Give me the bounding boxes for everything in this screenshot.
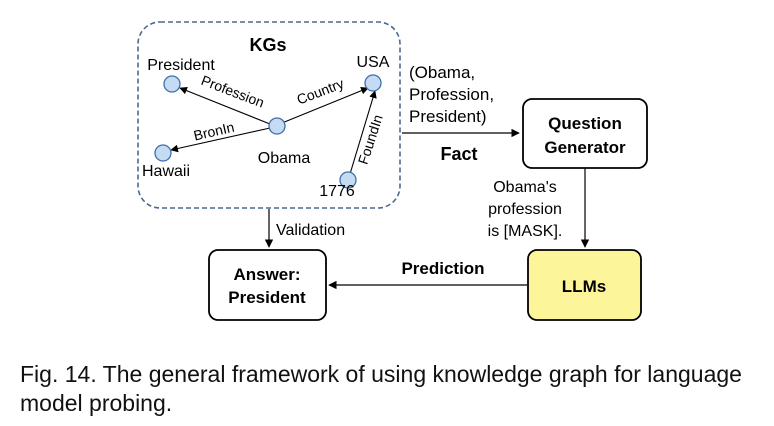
prediction-label: Prediction — [401, 259, 484, 278]
answer-box — [208, 249, 327, 321]
framework-diagram: KGs Profession Country BronIn FoundIn Pr… — [137, 21, 648, 321]
llms-box — [527, 249, 642, 321]
edge-label-foundin: FoundIn — [355, 113, 386, 167]
node-1776 — [339, 171, 357, 189]
node-hawaii — [154, 144, 172, 162]
edge-bornin — [170, 127, 271, 153]
fact-triple-line-2: Profession, — [409, 85, 494, 104]
kg-title: KGs — [249, 35, 286, 55]
edge-label-country: Country — [294, 75, 346, 108]
validation-label: Validation — [276, 222, 345, 239]
edge-foundin — [349, 90, 377, 175]
answer-line-2: President — [228, 288, 306, 307]
question-generator-line-1: Question — [548, 114, 622, 133]
node-obama — [268, 117, 286, 135]
edge-country — [281, 87, 369, 124]
question-line-3: is [MASK]. — [488, 223, 563, 240]
llms-label: LLMs — [562, 277, 606, 296]
edge-label-profession: Profession — [199, 72, 266, 111]
question-generator-line-2: Generator — [544, 138, 626, 157]
edge-label-bornin: BronIn — [192, 119, 236, 144]
node-label-obama: Obama — [258, 150, 311, 167]
question-line-2: profession — [488, 201, 562, 218]
question-line-1: Obama's — [493, 179, 557, 196]
answer-line-1: Answer: — [233, 265, 300, 284]
node-label-1776: 1776 — [319, 183, 355, 200]
figure-caption: Fig. 14. The general framework of using … — [20, 361, 742, 416]
fact-label: Fact — [440, 144, 477, 164]
kg-container — [137, 21, 401, 209]
edge-profession — [179, 86, 271, 125]
fact-triple-line-3: President) — [409, 107, 486, 126]
node-usa — [364, 74, 382, 92]
node-label-hawaii: Hawaii — [142, 163, 190, 180]
fact-triple-line-1: (Obama, — [409, 63, 475, 82]
node-label-usa: USA — [357, 54, 390, 71]
question-generator-box — [522, 98, 648, 169]
node-label-president: President — [147, 57, 215, 74]
node-president — [163, 75, 181, 93]
